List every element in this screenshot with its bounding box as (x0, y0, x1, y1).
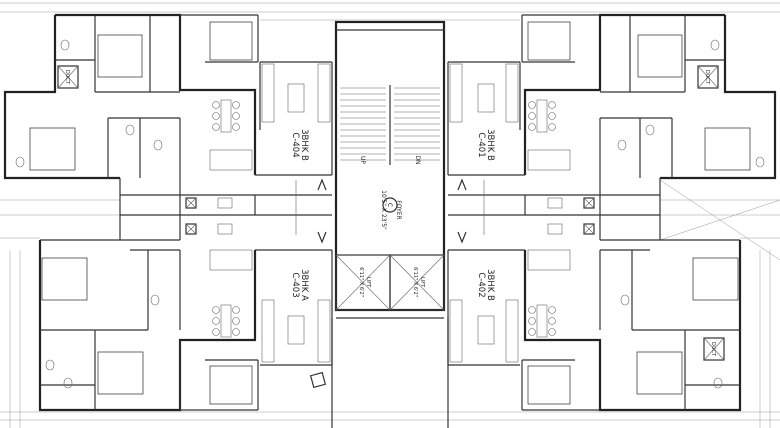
dining-table (536, 304, 548, 338)
toilet-fixture (713, 377, 723, 389)
dining-chair (528, 328, 536, 336)
toilet-fixture (60, 39, 70, 51)
stair-down: DN (414, 155, 421, 164)
toilet-fixture (125, 124, 135, 136)
foyer-marker-circle (382, 197, 398, 213)
dining-chair (548, 328, 556, 336)
bed (637, 34, 683, 78)
dining-chair (528, 317, 536, 325)
bed (692, 257, 739, 301)
dining-chair (232, 123, 240, 131)
bedrooms (29, 21, 751, 405)
bed (527, 365, 571, 405)
lift-2-label: LIFT (419, 277, 425, 288)
dining-sets (212, 99, 556, 338)
duct-label: DUCT (704, 70, 710, 85)
toilet-fixture (645, 124, 655, 136)
dining-chair (548, 112, 556, 120)
shafts (57, 65, 725, 389)
dining-chair (212, 306, 220, 314)
unit-code-c402: C-402 (476, 272, 486, 297)
lift-2-size: 6'11" X 6'2" (412, 267, 418, 297)
stair-steps (340, 87, 440, 161)
unit-type-c404: 3BHK B (299, 129, 309, 161)
bed (704, 127, 751, 171)
unit-code-c404: C-404 (290, 132, 300, 157)
kitchen-counters (209, 63, 571, 363)
bed (97, 34, 143, 78)
lift-1-size: 6'11" X 6'2" (358, 267, 364, 297)
toilet-fixture (45, 359, 55, 371)
foyer-marker: C (386, 203, 393, 207)
dining-chair (548, 317, 556, 325)
bed (636, 351, 683, 395)
dining-chair (212, 123, 220, 131)
bed (97, 351, 144, 395)
labels: 3BHK B C-404 3BHK B C-401 3BHK A C-403 3… (64, 70, 716, 357)
toilet-fixture (755, 156, 765, 168)
bed (209, 365, 253, 405)
dining-chair (548, 123, 556, 131)
dining-chair (212, 112, 220, 120)
unit-code-c403: C-403 (290, 272, 300, 297)
dining-chair (528, 101, 536, 109)
left-wing-walls (3, 13, 333, 412)
dining-chair (232, 306, 240, 314)
bed (209, 21, 253, 61)
direction-arrows (295, 178, 485, 244)
unit-type-c403: 3BHK A (299, 269, 309, 301)
foyer-label: FOYER (395, 200, 402, 219)
dining-chair (212, 101, 220, 109)
dining-chair (528, 123, 536, 131)
dining-chair (232, 317, 240, 325)
dining-chair (232, 101, 240, 109)
dining-chair (232, 328, 240, 336)
right-wing-walls (447, 13, 777, 412)
bed (29, 127, 76, 171)
bed (527, 21, 571, 61)
toilet-fixture (150, 294, 160, 306)
dining-chair (548, 306, 556, 314)
toilet-fixture (15, 156, 25, 168)
duct-label: DUCT (710, 342, 716, 357)
toilet-fixture (63, 377, 73, 389)
unit-code-c401: C-401 (476, 132, 486, 157)
dining-table (536, 99, 548, 133)
bed (41, 257, 88, 301)
dining-chair (548, 101, 556, 109)
core (331, 20, 449, 428)
toilet-fixture (153, 139, 163, 151)
unit-type-c402: 3BHK B (485, 269, 495, 301)
toilet-fixture (620, 294, 630, 306)
toilet-fixture (710, 39, 720, 51)
foyer-size: 10'5" X 23'5" (380, 190, 387, 230)
dining-table (220, 99, 232, 133)
lift-1-label: LIFT (365, 277, 371, 288)
toilet-fixture (617, 139, 627, 151)
dining-chair (212, 328, 220, 336)
dining-chair (232, 112, 240, 120)
stair-up: UP (359, 156, 366, 164)
unit-type-c401: 3BHK B (485, 129, 495, 161)
dining-chair (528, 306, 536, 314)
dining-chair (528, 112, 536, 120)
dining-table (220, 304, 232, 338)
duct-label: DUCT (64, 70, 70, 85)
toilets (15, 39, 765, 389)
dining-chair (212, 317, 220, 325)
